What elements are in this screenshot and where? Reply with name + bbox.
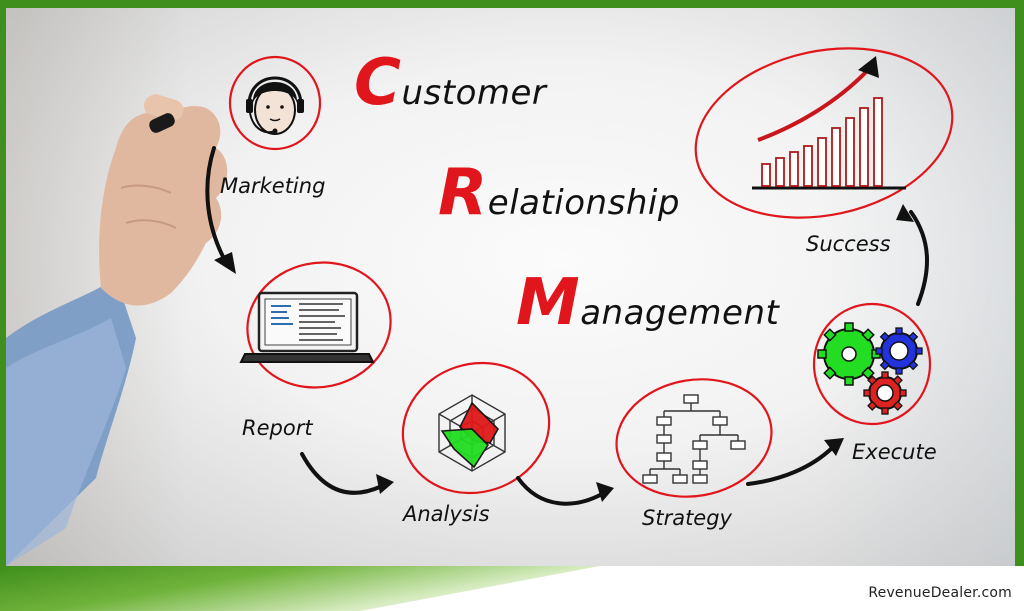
whiteboard: Customer Relationship Management Marketi… [6,8,1015,566]
diagram-canvas [6,47,954,566]
marketing-circle [228,55,322,151]
title-relationship: Relationship [438,156,680,230]
arrow-execute-to-success [909,210,930,306]
footer-green-swoosh [0,566,600,611]
flow-arrows [205,146,930,506]
step-label-success: Success [806,232,891,256]
gears-icon [817,322,923,415]
flowchart-icon [642,394,746,484]
arrow-marketing-to-report [205,146,230,268]
arrow-analysis-to-strategy [516,476,604,506]
title-customer: Customer [354,46,546,120]
title-relationship-rest: elationship [487,183,680,223]
radar-chart-icon [438,394,506,472]
step-label-execute: Execute [852,440,937,464]
step-label-analysis: Analysis [403,502,490,526]
success-circle [694,47,954,219]
headset-agent-icon [246,76,304,135]
analysis-circle [401,361,551,495]
title-relationship-initial: R [438,156,488,230]
title-customer-initial: C [354,46,402,120]
growth-bar-chart-icon [752,56,906,190]
hand-with-marker [6,94,228,566]
title-management: Management [516,266,779,340]
footer-band [0,566,1024,611]
arrow-heads [214,204,914,502]
step-label-strategy: Strategy [642,506,732,530]
execute-circle [812,302,932,426]
arrow-strategy-to-execute [746,446,834,486]
arrow-report-to-analysis [300,452,384,495]
laptop-icon [239,291,375,363]
report-circle [246,261,392,389]
strategy-circle [615,378,773,498]
title-management-initial: M [516,266,581,340]
step-label-marketing: Marketing [220,174,326,198]
brand-watermark: RevenueDealer.com [868,585,1012,601]
step-label-report: Report [242,416,313,440]
title-customer-rest: ustomer [401,73,547,113]
title-management-rest: anagement [580,293,780,333]
